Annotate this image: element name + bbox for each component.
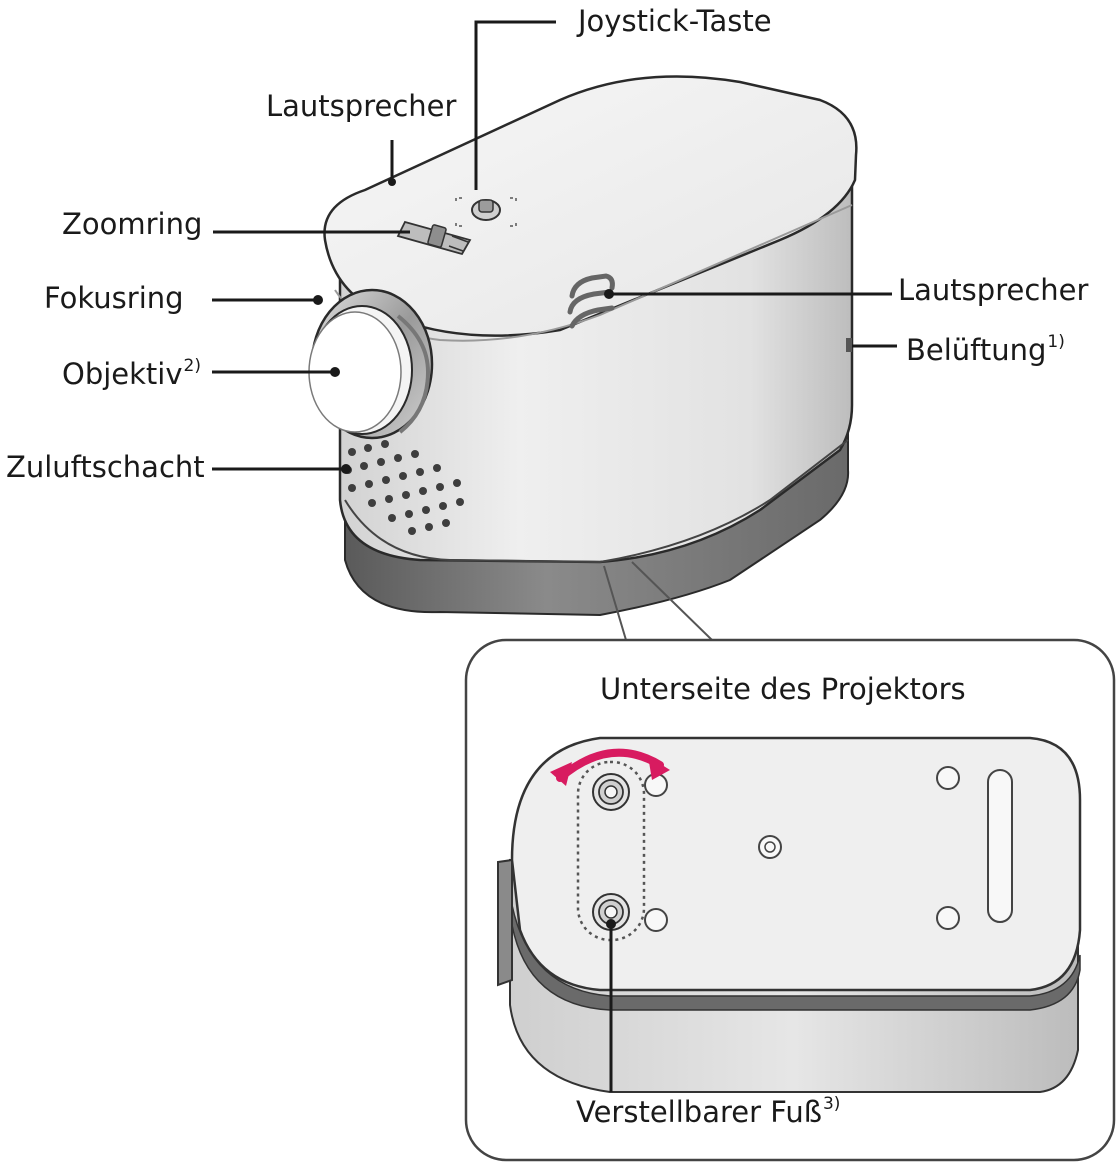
projector-underside-illustration <box>498 738 1080 1092</box>
note-belueftung: 1) <box>1047 332 1064 352</box>
lens-icon <box>309 290 432 438</box>
inset-title: Unterseite des Projektors <box>600 675 966 704</box>
label-fuss: Verstellbarer Fuß3) <box>576 1096 840 1127</box>
label-speaker-top: Lautsprecher <box>266 92 456 121</box>
label-joystick: Joystick-Taste <box>578 7 772 36</box>
label-zuluft: Zuluftschacht <box>6 453 205 482</box>
label-objektiv: Objektiv2) <box>62 358 201 389</box>
note-fuss: 3) <box>823 1094 840 1114</box>
label-fokusring: Fokusring <box>44 284 184 313</box>
note-objektiv: 2) <box>184 356 201 376</box>
label-speaker-side: Lautsprecher <box>898 276 1088 305</box>
label-belueftung: Belüftung1) <box>906 334 1065 365</box>
label-zoomring: Zoomring <box>62 210 202 239</box>
adjustable-foot-top <box>593 774 629 810</box>
